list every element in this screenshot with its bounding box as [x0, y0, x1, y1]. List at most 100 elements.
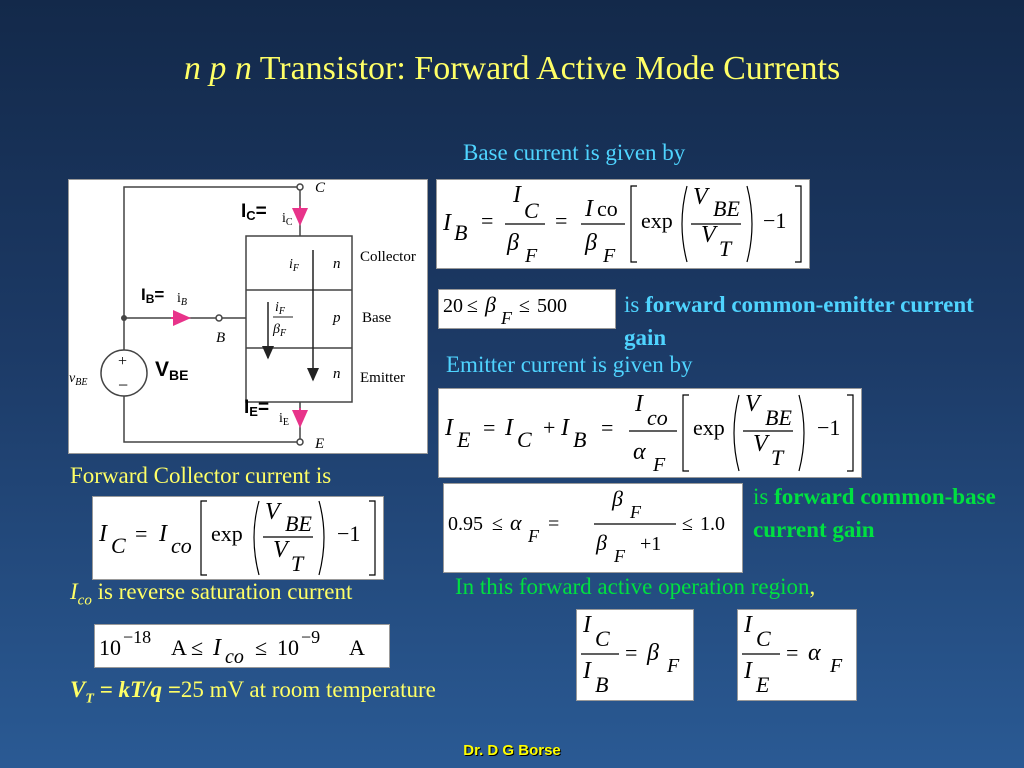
svg-text:≤: ≤: [682, 513, 693, 535]
svg-text:F: F: [500, 308, 513, 328]
ic-annotation: IC=: [241, 201, 267, 223]
svg-text:C: C: [756, 626, 771, 651]
svg-text:=: =: [555, 208, 567, 233]
svg-text:T: T: [719, 236, 733, 261]
ic-small: iC: [282, 211, 293, 228]
svg-text:T: T: [291, 551, 305, 576]
svg-text:co: co: [597, 196, 618, 221]
svg-text:F: F: [629, 502, 642, 522]
svg-text:=: =: [481, 208, 493, 233]
svg-text:−1: −1: [817, 415, 840, 440]
svg-text:F: F: [602, 245, 616, 267]
node-b: B: [216, 330, 225, 346]
svg-text:F: F: [829, 655, 843, 677]
ib-annotation: IB=: [141, 285, 164, 306]
svg-text:C: C: [524, 198, 539, 223]
svg-text:I: I: [560, 415, 570, 441]
layer-n2: n: [333, 366, 341, 382]
svg-text:α: α: [633, 439, 646, 465]
svg-text:≤: ≤: [492, 513, 503, 535]
region-collector: Collector: [360, 249, 416, 265]
ico-high-exp: −9: [301, 627, 320, 647]
svg-text:F: F: [613, 546, 626, 566]
vt-note: VT = kT/q =25 mV at room temperature: [70, 677, 436, 707]
ico-low-exp: −18: [123, 627, 151, 647]
svg-text:co: co: [647, 405, 668, 430]
collector-heading: Forward Collector current is: [70, 463, 332, 488]
vbe-annotation: VBE: [155, 358, 188, 383]
region-base: Base: [362, 310, 392, 326]
svg-text:co: co: [171, 533, 192, 558]
svg-text:=: =: [625, 640, 637, 665]
svg-text:BE: BE: [713, 196, 740, 221]
ie-annotation: IE=: [244, 397, 269, 419]
title-rest: Transistor: Forward Active Mode Currents: [251, 50, 841, 87]
svg-text:B: B: [454, 220, 467, 245]
svg-text:I: I: [634, 391, 644, 417]
svg-text:I: I: [584, 196, 594, 222]
svg-text:−1: −1: [763, 208, 786, 233]
if-over-beta-num: iF: [275, 300, 286, 317]
layer-p: p: [332, 310, 341, 326]
beta-desc: is forward common-emitter current gain: [624, 288, 974, 354]
footer-author: Dr. D G Borse: [463, 742, 561, 759]
svg-text:≤: ≤: [255, 635, 267, 660]
base-current-heading: Base current is given by: [463, 140, 686, 165]
svg-text:I: I: [158, 521, 168, 547]
circuit-svg: + − C B E n p n Collector Base Emitter i…: [69, 180, 416, 452]
svg-text:V: V: [753, 431, 770, 457]
svg-text:C: C: [595, 626, 610, 651]
minus-sign: −: [118, 375, 128, 395]
source-label: vBE: [69, 371, 87, 388]
alpha-high: 1.0: [700, 513, 725, 535]
active-region-text: In this forward active operation region,: [455, 574, 816, 599]
svg-text:BE: BE: [285, 511, 312, 536]
svg-text:I: I: [212, 635, 222, 661]
title-italic: n p n: [183, 50, 252, 87]
beta-is: is: [624, 292, 646, 317]
svg-text:β: β: [646, 640, 659, 666]
plus-sign: +: [118, 353, 127, 370]
ico-high: 10: [277, 635, 299, 660]
layer-n1: n: [333, 256, 341, 272]
svg-text:E: E: [755, 672, 770, 697]
svg-text:=: =: [483, 415, 495, 440]
svg-text:β: β: [506, 230, 519, 256]
svg-text:+: +: [543, 415, 555, 440]
alpha-desc: is forward common-base current gain: [753, 480, 1015, 546]
emitter-current-heading: Emitter current is given by: [446, 352, 693, 377]
svg-text:B: B: [595, 672, 608, 697]
svg-text:B: B: [573, 427, 586, 452]
svg-text:≤: ≤: [519, 295, 530, 317]
svg-text:F: F: [652, 454, 666, 476]
svg-text:C: C: [517, 427, 532, 452]
svg-text:V: V: [273, 537, 290, 563]
svg-text:exp: exp: [211, 521, 243, 546]
svg-text:I: I: [442, 210, 452, 236]
alpha-bold: forward common-base current gain: [753, 484, 996, 542]
svg-text:β: β: [595, 530, 607, 555]
svg-text:V: V: [693, 184, 710, 210]
svg-text:β: β: [584, 230, 597, 256]
svg-text:V: V: [745, 391, 762, 417]
ico-note: Ico is reverse saturation current: [70, 579, 353, 609]
svg-text:F: F: [527, 526, 540, 546]
svg-text:F: F: [666, 655, 680, 677]
page-title: n p n Transistor: Forward Active Mode Cu…: [0, 50, 1024, 88]
svg-text:−1: −1: [337, 521, 360, 546]
svg-text:C: C: [111, 533, 126, 558]
svg-text:I: I: [504, 415, 514, 441]
svg-text:+1: +1: [640, 533, 661, 555]
svg-text:I: I: [512, 182, 522, 208]
beta-bold: forward common-emitter current gain: [624, 292, 974, 350]
svg-text:=: =: [135, 521, 147, 546]
ie-small: iE: [279, 411, 289, 428]
svg-text:I: I: [743, 612, 753, 638]
svg-text:β: β: [611, 486, 623, 511]
alpha-is: is: [753, 484, 775, 509]
